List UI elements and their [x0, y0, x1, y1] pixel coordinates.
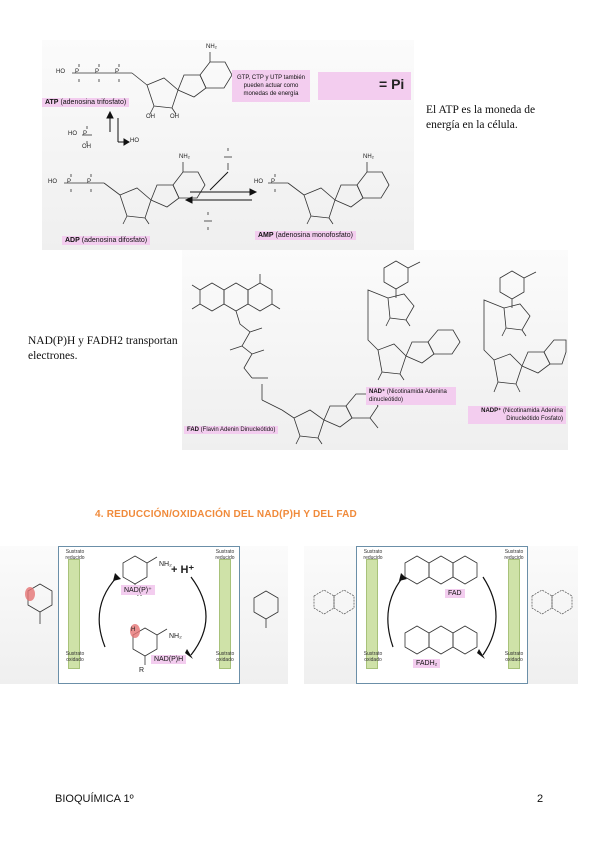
fad-side-strip-left — [304, 546, 356, 684]
right-reduced-label: Sustrato reducido — [215, 549, 235, 561]
h-plus-label: + H⁺ — [171, 564, 195, 576]
nadph-cycle-panel: Sustrato reducido Sustrato oxidado Sustr… — [58, 546, 240, 684]
fad-cycle-drawing — [387, 555, 497, 659]
fadh2-sketch — [313, 589, 355, 615]
amp-ho-label: HO — [254, 179, 263, 185]
atp-ho-label: HO — [56, 69, 65, 75]
cofactor-figure-panel: FAD (Flavin Adenin Dinucleótido) NAD⁺ (N… — [182, 250, 568, 450]
nadph-reduced-label: NAD(P)H — [151, 655, 187, 664]
nadph-nh2-label: NH₂ — [169, 633, 182, 640]
nadph-reduction-sketch — [25, 583, 53, 624]
fad-oxidized-label: FAD — [445, 589, 465, 598]
left-oxidized-label: Sustrato oxidado — [65, 651, 85, 663]
amp-nh2-label: NH₂ — [363, 154, 374, 160]
nadph-cycle-drawing — [98, 555, 207, 665]
pi-ho-label: HO — [68, 131, 77, 137]
fad-right-gradient-bar — [508, 559, 520, 669]
fad-right-oxidized-label: Sustrato oxidado — [504, 651, 524, 663]
right-gradient-bar — [219, 559, 231, 669]
nadp-oxidized-label: NAD(P)⁺ — [121, 585, 155, 595]
pi-equals-label: = Pi — [379, 76, 405, 92]
left-reduced-label: Sustrato reducido — [65, 549, 85, 561]
fad-cycle-panel: Sustrato reducido Sustrato oxidado Sustr… — [356, 546, 528, 684]
fadh2-reduced-label: FADH₂ — [413, 659, 441, 668]
atp-p2-label: P — [95, 69, 100, 75]
gtp-note-box: GTP, CTP y UTP también pueden actuar com… — [232, 70, 310, 102]
pi-definition-box — [318, 72, 411, 100]
adp-p2-label: P — [87, 179, 92, 185]
adp-nh2-label: NH₂ — [179, 154, 190, 160]
fad-left-reduced-label: Sustrato reducido — [363, 549, 383, 561]
fad-right-reduced-label: Sustrato reducido — [504, 549, 524, 561]
adp-p1-label: P — [67, 179, 72, 185]
nadph-side-strip-left — [0, 546, 60, 684]
atp-note: El ATP es la moneda de energía en la cél… — [426, 104, 536, 131]
fad-left-gradient-bar — [366, 559, 378, 669]
amp-p-label: P — [271, 179, 276, 185]
left-gradient-bar — [68, 559, 80, 669]
atp-p1-label: P — [75, 69, 80, 75]
fad-oxidized-sketch — [531, 589, 573, 615]
atp-p3-label: P — [115, 69, 120, 75]
fad-left-oxidized-label: Sustrato oxidado — [363, 651, 383, 663]
nad-name-label: NAD⁺ (Nicotinamida Adenina dinucleótido) — [366, 387, 456, 405]
footer-course: BIOQUÍMICA 1º — [55, 793, 134, 805]
atp-oh1-label: OH — [146, 114, 155, 120]
section-title: 4. REDUCCIÓN/OXIDACIÓN DEL NAD(P)H Y DEL… — [95, 509, 357, 520]
amp-name-label: AMP (adenosina monofosfato) — [255, 231, 356, 240]
nadph-side-strip-right — [240, 546, 288, 684]
nadp-nh2-label: NH₂ — [159, 561, 172, 568]
nadp-oxidized-sketch — [253, 590, 279, 628]
adp-ho-label: HO — [48, 179, 57, 185]
fad-name-label: FAD (Flavin Adenin Dinucleótido) — [184, 426, 279, 434]
atp-name-label: ATP (adenosina trifosfato) — [42, 98, 130, 107]
atp-nh2-label: NH₂ — [206, 44, 217, 50]
nadp-name-label: NADP⁺ (Nicotinamida Adenina Dinucleótido… — [468, 406, 566, 424]
nadph-r-label: R — [139, 667, 145, 674]
nad-note: NAD(P)H y FADH2 transportan electrones. — [28, 335, 178, 362]
pi-p-label: P — [83, 131, 88, 137]
right-oxidized-label: Sustrato oxidado — [215, 651, 235, 663]
pi-oh-label: OH — [82, 144, 91, 150]
cofactor-molecule-drawing — [191, 260, 567, 445]
footer-page-number: 2 — [537, 793, 544, 805]
fad-side-strip-right — [528, 546, 578, 684]
nadph-h-label: H — [131, 627, 136, 633]
atp-figure-panel: HO P P P NH₂ OH OH HO P OH HO HO P P NH₂… — [42, 40, 414, 250]
pi-product-label: HO — [130, 138, 139, 144]
adp-name-label: ADP (adenosina difosfato) — [62, 236, 151, 245]
atp-oh2-label: OH — [170, 114, 179, 120]
